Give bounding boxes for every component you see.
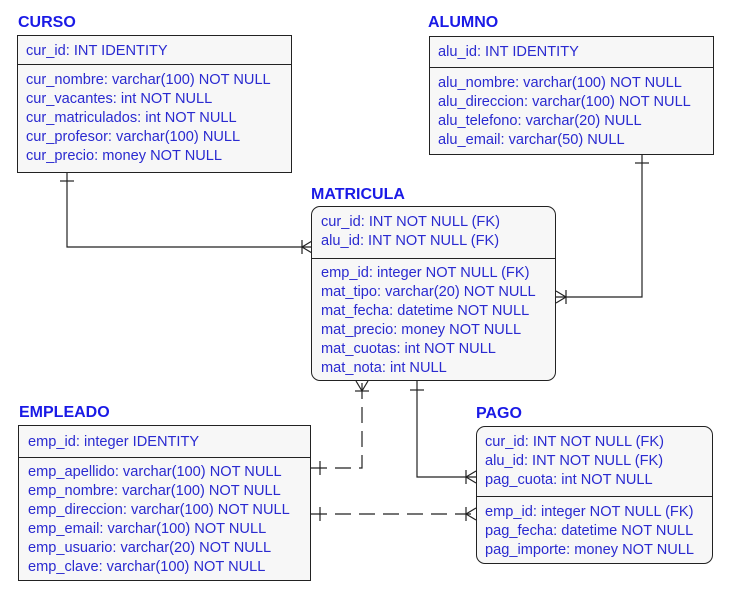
attribute: emp_apellido: varchar(100) NOT NULL <box>28 464 282 480</box>
attribute: emp_id: integer NOT NULL (FK) <box>321 265 530 281</box>
key-section: cur_id: INT NOT NULL (FK) alu_id: INT NO… <box>477 427 712 497</box>
entity-title-pago: PAGO <box>476 405 522 422</box>
attribute: emp_clave: varchar(100) NOT NULL <box>28 559 266 575</box>
entity-pago[interactable]: cur_id: INT NOT NULL (FK) alu_id: INT NO… <box>476 426 713 564</box>
entity-title-curso: CURSO <box>18 14 76 31</box>
entity-title-matricula: MATRICULA <box>311 186 405 203</box>
crowfoot-curso-matricula <box>301 240 313 248</box>
attribute-section: emp_id: integer NOT NULL (FK) pag_fecha:… <box>477 497 712 560</box>
attribute: emp_direccion: varchar(100) NOT NULL <box>28 502 290 518</box>
attribute: emp_id: integer IDENTITY <box>28 434 200 450</box>
attribute-section: alu_nombre: varchar(100) NOT NULL alu_di… <box>430 68 713 150</box>
key-section: cur_id: INT NOT NULL (FK) alu_id: INT NO… <box>312 207 555 259</box>
attribute: mat_nota: int NULL <box>321 360 447 376</box>
rel-empleado-matricula <box>311 381 363 469</box>
attribute: pag_cuota: int NOT NULL <box>485 472 653 488</box>
attribute: cur_id: INT NOT NULL (FK) <box>321 214 500 230</box>
attribute: alu_id: INT NOT NULL (FK) <box>485 453 664 469</box>
rel-alumno-matricula <box>556 155 643 298</box>
key-section: cur_id: INT IDENTITY <box>18 36 291 65</box>
attribute: cur_id: INT NOT NULL (FK) <box>485 434 664 450</box>
attribute: emp_usuario: varchar(20) NOT NULL <box>28 540 272 556</box>
attribute: mat_precio: money NOT NULL <box>321 322 522 338</box>
attribute: alu_direccion: varchar(100) NOT NULL <box>438 94 691 110</box>
attribute: cur_precio: money NOT NULL <box>26 148 223 164</box>
attribute: mat_tipo: varchar(20) NOT NULL <box>321 284 536 300</box>
key-section: alu_id: INT IDENTITY <box>430 37 713 68</box>
attribute: alu_email: varchar(50) NULL <box>438 132 625 148</box>
attribute: emp_email: varchar(100) NOT NULL <box>28 521 267 537</box>
entity-alumno[interactable]: alu_id: INT IDENTITY alu_nombre: varchar… <box>429 36 714 155</box>
entity-title-empleado: EMPLEADO <box>19 404 110 421</box>
attribute: alu_id: INT NOT NULL (FK) <box>321 233 500 249</box>
attribute: mat_cuotas: int NOT NULL <box>321 341 496 357</box>
attribute: emp_nombre: varchar(100) NOT NULL <box>28 483 281 499</box>
attribute: cur_id: INT IDENTITY <box>26 43 168 59</box>
entity-empleado[interactable]: emp_id: integer IDENTITY emp_apellido: v… <box>18 425 311 581</box>
attribute: mat_fecha: datetime NOT NULL <box>321 303 530 319</box>
entity-curso[interactable]: cur_id: INT IDENTITY cur_nombre: varchar… <box>17 35 292 173</box>
attribute: alu_telefono: varchar(20) NULL <box>438 113 642 129</box>
attribute: emp_id: integer NOT NULL (FK) <box>485 504 694 520</box>
entity-matricula[interactable]: cur_id: INT NOT NULL (FK) alu_id: INT NO… <box>311 206 556 381</box>
key-section: emp_id: integer IDENTITY <box>19 426 310 458</box>
attribute: cur_matriculados: int NOT NULL <box>26 110 237 126</box>
attribute: cur_vacantes: int NOT NULL <box>26 91 213 107</box>
rel-matricula-pago <box>416 381 476 478</box>
attribute-section: emp_id: integer NOT NULL (FK) mat_tipo: … <box>312 259 555 378</box>
attribute: alu_nombre: varchar(100) NOT NULL <box>438 75 682 91</box>
attribute-section: emp_apellido: varchar(100) NOT NULL emp_… <box>19 458 310 577</box>
rel-curso-matricula <box>66 173 312 248</box>
attribute: cur_nombre: varchar(100) NOT NULL <box>26 72 271 88</box>
attribute: pag_importe: money NOT NULL <box>485 542 695 558</box>
attribute-section: cur_nombre: varchar(100) NOT NULL cur_va… <box>18 65 291 166</box>
attribute: pag_fecha: datetime NOT NULL <box>485 523 694 539</box>
entity-title-alumno: ALUMNO <box>428 14 499 31</box>
attribute: cur_profesor: varchar(100) NULL <box>26 129 241 145</box>
attribute: alu_id: INT IDENTITY <box>438 44 579 60</box>
